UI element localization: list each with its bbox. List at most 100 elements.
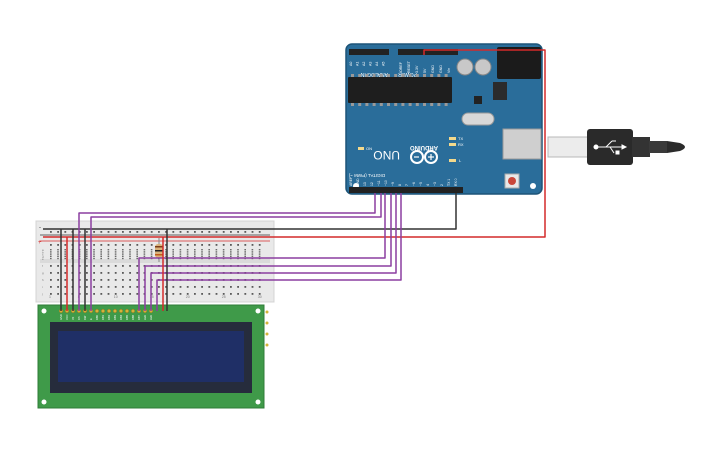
pin-label: ~3 [433,182,437,186]
rail-minus-label: - [39,225,41,231]
pin-label: A4 [375,62,379,66]
wire-db4 [138,193,386,311]
pin-label: Vin [447,68,451,73]
breadboard-row-letter: j [41,292,43,296]
tx-label: TX [458,136,463,141]
mounting-hole [255,308,261,314]
on-label: ON [366,146,372,151]
lcd-pin-label: E [89,318,93,320]
wire-db7 [156,193,402,311]
pin-label: 7 [405,184,409,186]
small-chip [474,96,482,104]
pin-label: RX 0 [454,178,458,186]
lcd-pin-label: LED [149,315,153,320]
pin-label: 12 [370,182,374,186]
mounting-hole [530,183,536,189]
l-label: L [459,158,462,163]
voltage-regulator [493,82,507,100]
pin-label: ~10 [384,180,388,186]
pin-label: ~11 [377,180,381,186]
wire-db5 [144,193,392,311]
power-header [398,49,458,55]
mounting-hole [41,399,47,405]
lcd-pin-label: V0 [71,316,75,320]
crystal-oscillator [461,112,495,126]
pin-label: 8 [398,184,402,186]
pin-label: 4 [426,184,430,186]
pin-label: A2 [362,62,366,66]
lcd-pin-label: DB4 [119,314,123,320]
on-led [358,147,364,150]
usb-cable[interactable] [547,129,685,165]
lcd-pin-label: DB7 [137,314,141,320]
pin-label: A0 [349,62,353,66]
capacitor [474,58,492,76]
l-led [449,159,456,162]
pin-label: A5 [382,62,386,66]
pin-label: 5V [423,68,427,73]
wires [43,49,546,311]
pin-label: AREF [349,177,353,186]
mounting-hole [255,399,261,405]
breadboard-row-letter: b [42,250,44,254]
model-label: UNO [373,148,400,162]
chip-legs [351,74,448,106]
breadboard-row-letter: e [42,257,44,261]
rx-label: RX [458,142,464,147]
wire-rs [78,193,376,311]
breadboard-column-number: 1 [49,295,51,299]
capacitor [456,58,474,76]
lcd-pin-label: DB5 [125,314,129,320]
pin-label: GND [439,65,443,73]
lcd-screen [58,331,244,382]
tx-led [449,137,456,140]
pin-label: 3.3V [415,65,419,73]
analog-header [349,49,389,55]
lcd-pin-label: VCC [65,314,69,320]
brand-label: ARDUINO [410,144,438,150]
lcd-side-pins [265,310,269,347]
lcd-pin-label: DB3 [113,314,117,320]
lcd-pin-label: DB6 [131,314,135,320]
atmega-chip [348,77,452,103]
breadboard-row-letter: f [42,264,43,268]
digital-header [349,187,463,193]
power-header-label: POWER [398,71,417,77]
power-jack [497,47,541,79]
breadboard-row-letter: h [42,278,44,282]
lcd-pin-label: DB1 [101,314,105,320]
breadboard-row-letter: a [42,248,44,252]
pin-label: GND [356,178,360,186]
arduino-logo-icon [410,150,438,164]
breadboard-column-number: 10 [114,295,118,299]
reset-button[interactable] [504,173,520,189]
lcd-pin-label: RW [83,315,87,320]
digital-header-label: DIGITAL (PWM ~) [348,173,385,178]
breadboard-row-letter: i [42,285,43,289]
pin-label: A1 [356,62,360,66]
breadboard-column-number: 20 [186,295,190,299]
wire-db6 [150,193,397,311]
rx-led [449,143,456,146]
lcd-pin-label: DB0 [95,314,99,320]
wire-gnd-black [43,193,457,230]
pin-label: ~5 [419,182,423,186]
mounting-hole [41,308,47,314]
pin-label: 2 [440,184,444,186]
lcd-pin-label: RS [77,316,81,320]
pin-label: IOREF [399,61,403,73]
breadboard-column-number: 25 [222,295,226,299]
lcd-pin-label: LED [143,315,147,320]
usb-port [502,128,542,160]
pin-label: ~6 [412,182,416,186]
breadboard-column-number: 15 [150,295,154,299]
wire-5v-red [43,49,546,238]
